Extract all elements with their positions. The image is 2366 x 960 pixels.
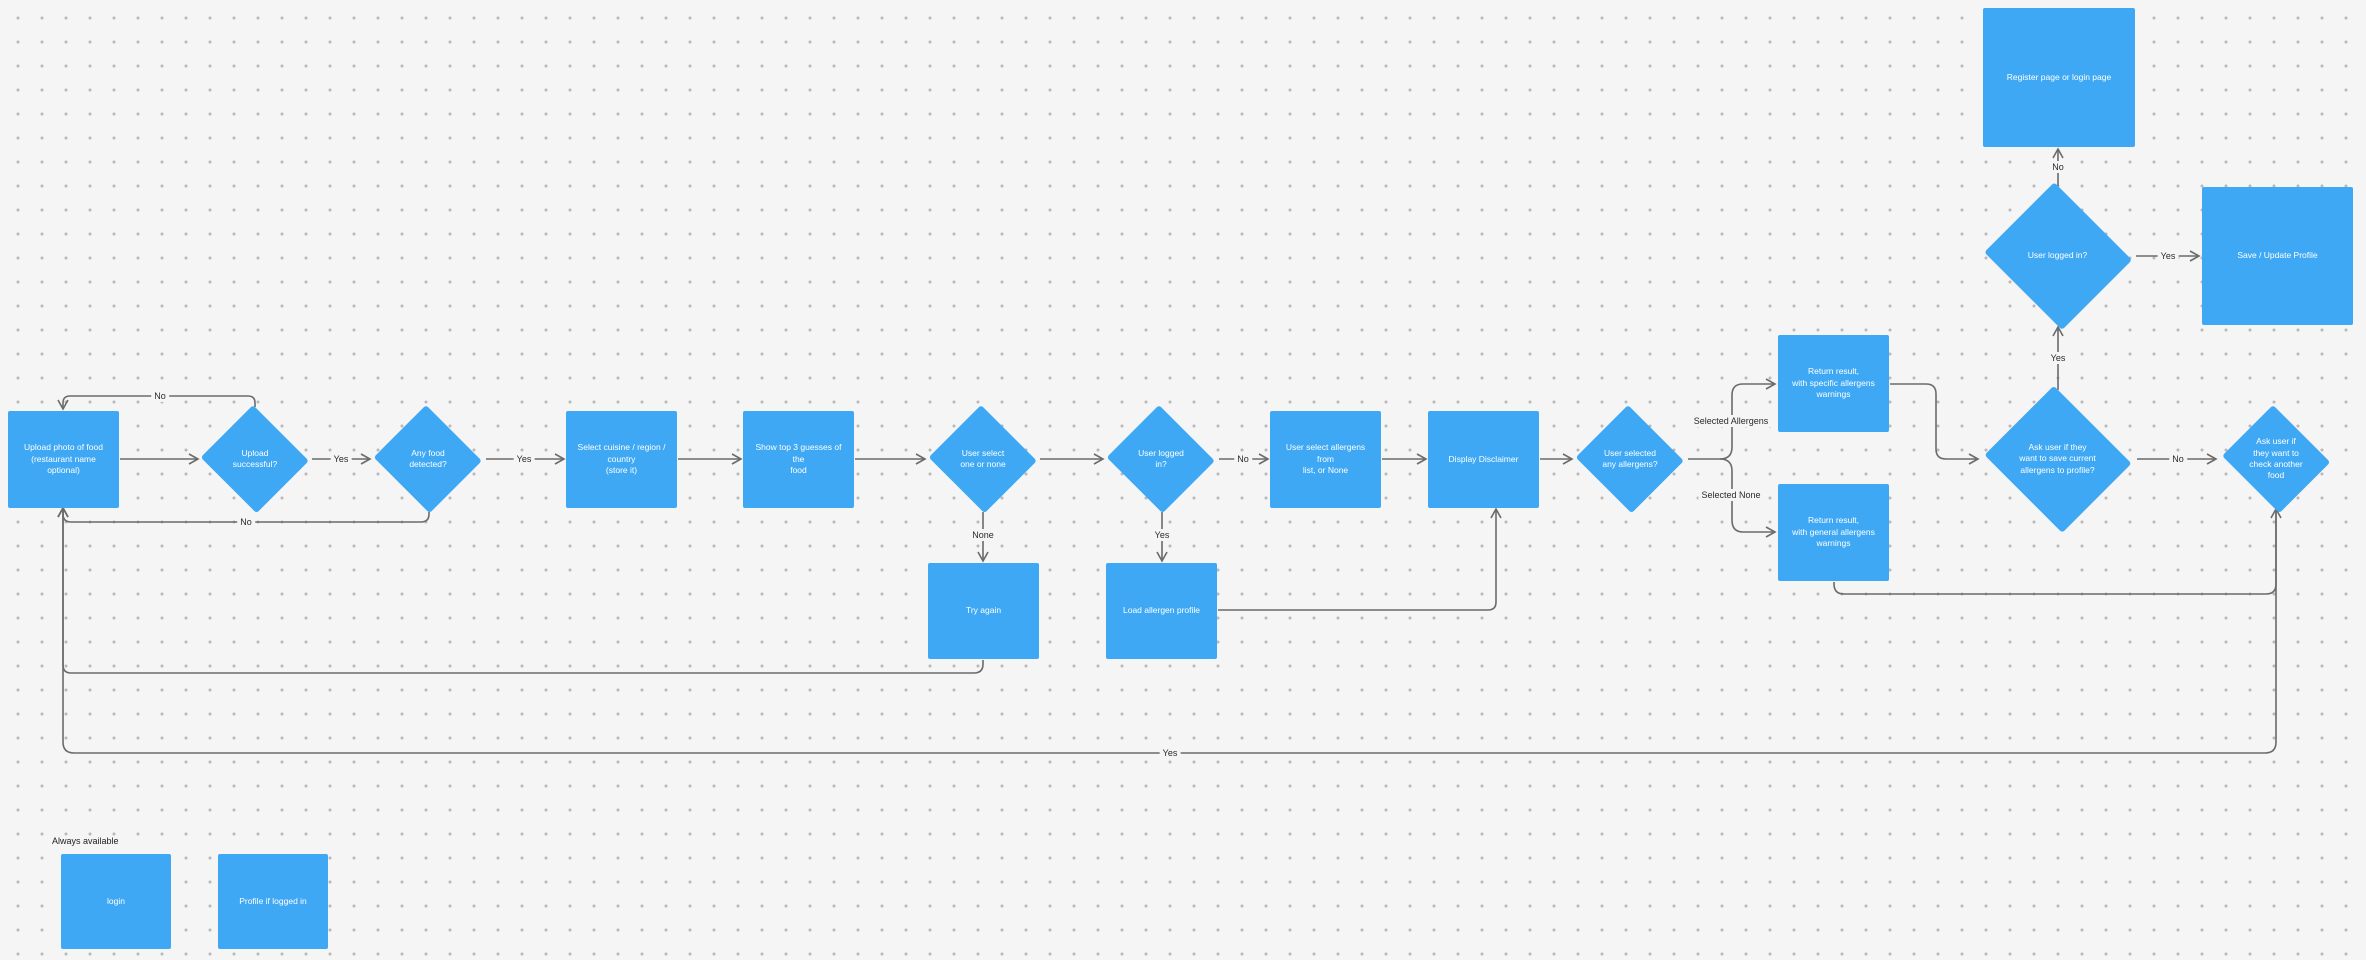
edge-label-yes-logged: Yes — [2047, 352, 2069, 364]
edge-label-no-bottom: No — [237, 516, 255, 528]
edge-label-yes-2: Yes — [513, 453, 535, 465]
edge-load-to-disclaimer — [1218, 507, 1502, 611]
edge-label-none: None — [969, 529, 997, 541]
node-upload-successful[interactable]: Upload successful? — [199, 407, 311, 511]
edge-tryagain-to-upload — [57, 506, 984, 674]
edge-label-no-select: No — [1234, 453, 1252, 465]
edge-label-no-register: No — [2049, 161, 2067, 173]
edge-any-none — [1719, 458, 1777, 538]
node-result-general[interactable]: Return result, with general allergens wa… — [1778, 484, 1889, 581]
node-upload-photo[interactable]: Upload photo of food (restaurant name op… — [8, 411, 119, 508]
node-result-specific[interactable]: Return result, with specific allergens w… — [1778, 335, 1889, 432]
node-any-food-detected[interactable]: Any food detected? — [372, 407, 484, 511]
node-register-login-page[interactable]: Register page or login page — [1983, 8, 2135, 147]
edge-label-yes-1: Yes — [330, 453, 352, 465]
node-user-select[interactable]: User select one or none — [927, 407, 1039, 511]
node-user-logged-in-2[interactable]: User logged in? — [1980, 186, 2135, 326]
edge-label-selected-allergens: Selected Allergens — [1690, 415, 1772, 427]
edge-label-yes-save: Yes — [2157, 250, 2179, 262]
node-login[interactable]: login — [61, 854, 171, 949]
legend-title: Always available — [52, 836, 119, 846]
node-ask-save[interactable]: Ask user if they want to save current al… — [1980, 390, 2135, 528]
node-save-update-profile[interactable]: Save / Update Profile — [2202, 187, 2353, 325]
edge-label-no-loop: No — [151, 390, 169, 402]
edge-label-no-check: No — [2169, 453, 2187, 465]
node-load-allergen-profile[interactable]: Load allergen profile — [1106, 563, 1217, 659]
node-try-again[interactable]: Try again — [928, 563, 1039, 659]
node-any-allergens[interactable]: User selected any allergens? — [1574, 407, 1686, 511]
node-select-allergens[interactable]: User select allergens from list, or None — [1270, 411, 1381, 508]
edge-specific-to-ask — [1890, 383, 1980, 465]
node-check-another-food[interactable]: Ask user if they want to check another f… — [2219, 408, 2333, 510]
node-user-logged-in-1[interactable]: User logged in? — [1105, 407, 1217, 511]
edge-label-selected-none: Selected None — [1698, 489, 1764, 501]
node-select-cuisine[interactable]: Select cuisine / region / country (store… — [566, 411, 677, 508]
edge-label-yes-bottom: Yes — [1159, 747, 1181, 759]
edge-label-yes-load: Yes — [1151, 529, 1173, 541]
node-profile-if-logged-in[interactable]: Profile if logged in — [218, 854, 328, 949]
node-display-disclaimer[interactable]: Display Disclaimer — [1428, 411, 1539, 508]
node-show-guesses[interactable]: Show top 3 guesses of the food — [743, 411, 854, 508]
